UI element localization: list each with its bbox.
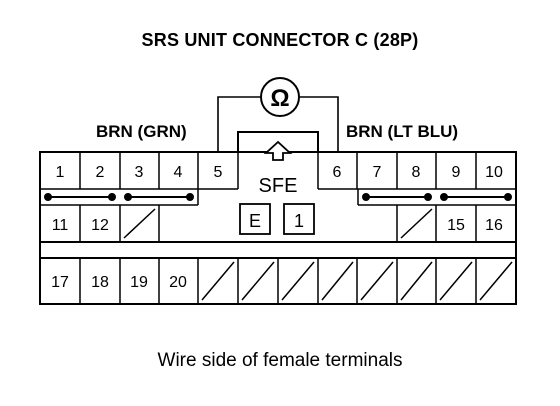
ohm-symbol: Ω: [270, 85, 289, 112]
sfe-section: SFE E 1: [239, 140, 315, 235]
arrow-up-icon: [263, 140, 293, 161]
diagram-caption: Wire side of female terminals: [157, 350, 403, 371]
terminal-7: 7: [373, 164, 382, 181]
terminal-12: 12: [91, 217, 109, 234]
terminal-19: 19: [130, 274, 148, 291]
right-group-label: BRN (LT BLU): [346, 122, 459, 141]
sfe-label: SFE: [259, 175, 298, 197]
left-group-label: BRN (GRN): [96, 122, 187, 141]
row3-structure: [79, 258, 513, 304]
sfe-terminal-1-box: [283, 203, 315, 235]
terminal-9: 9: [452, 164, 461, 181]
sfe-terminal-e-box: [239, 203, 271, 235]
terminal-18: 18: [91, 274, 109, 291]
terminal-10: 10: [485, 164, 503, 181]
terminal-11: 11: [52, 217, 69, 234]
row2-terminals: 11 12 15 16: [52, 217, 503, 234]
row2-structure: [40, 189, 516, 242]
sfe-terminal-1: 1: [294, 211, 304, 231]
terminal-5: 5: [214, 164, 223, 181]
diagram-title: SRS UNIT CONNECTOR C (28P): [141, 30, 419, 50]
terminal-15: 15: [447, 217, 465, 234]
shorting-bars: [44, 193, 512, 201]
meter-wires: [217, 96, 339, 152]
terminal-20: 20: [169, 274, 187, 291]
row1-terminals: 1 2 3 4 5 6 7 8 9 10: [56, 164, 503, 181]
terminal-6: 6: [333, 164, 342, 181]
terminal-8: 8: [412, 164, 421, 181]
terminal-16: 16: [485, 217, 503, 234]
terminal-4: 4: [174, 164, 183, 181]
terminal-2: 2: [96, 164, 105, 181]
ohmmeter-icon: Ω: [260, 77, 300, 117]
terminal-1: 1: [56, 164, 65, 181]
terminal-17: 17: [51, 274, 69, 291]
terminal-3: 3: [135, 164, 144, 181]
row3-terminals: 17 18 19 20: [51, 274, 187, 291]
row1-dividers: [79, 152, 477, 189]
sfe-terminal-e: E: [249, 211, 261, 231]
